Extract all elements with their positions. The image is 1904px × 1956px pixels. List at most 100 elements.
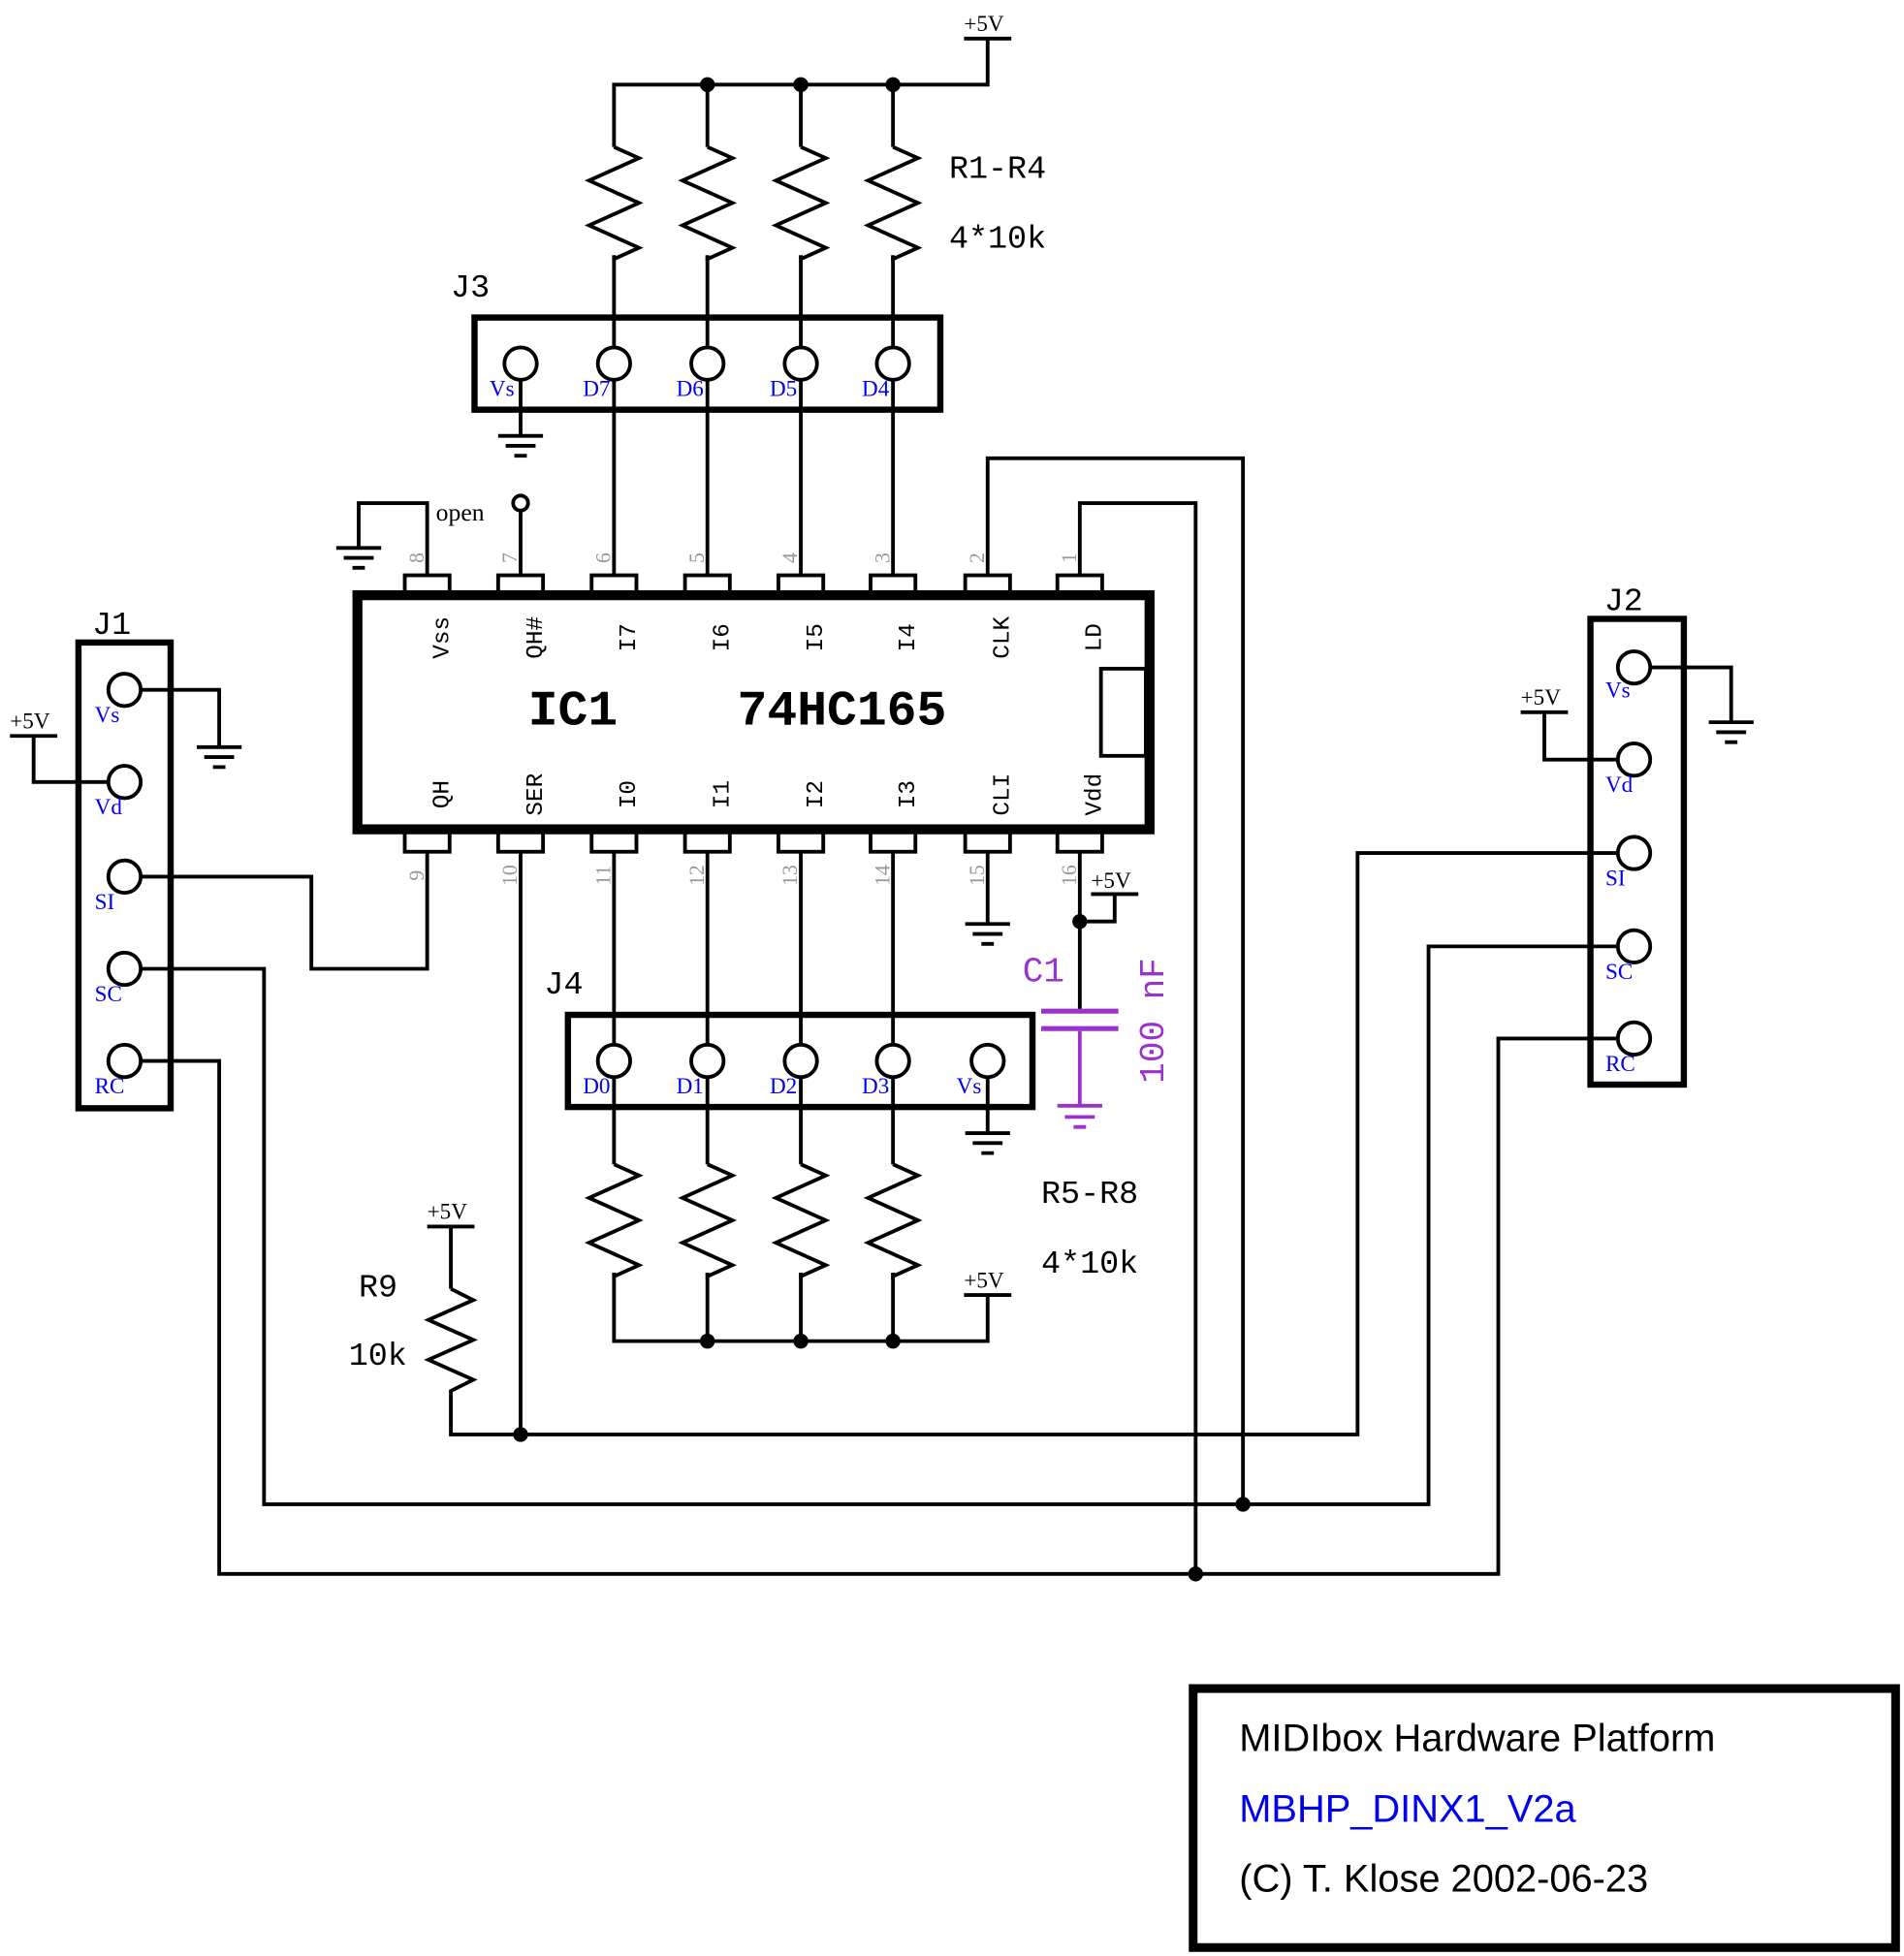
pin-label: I3 bbox=[896, 780, 922, 808]
wires bbox=[31, 38, 1733, 1576]
j3-label: J3 bbox=[451, 270, 490, 307]
supply-label: +5V bbox=[964, 1268, 1004, 1293]
open-label: open bbox=[436, 498, 485, 526]
pin-label: Vs bbox=[95, 703, 120, 728]
j1-label: J1 bbox=[92, 608, 131, 645]
ic1-bottom-pin-numbers: 9 10 11 12 13 14 15 16 bbox=[405, 865, 1081, 886]
pin-label: CLK bbox=[991, 615, 1017, 658]
resistor-r9 bbox=[424, 1286, 478, 1395]
supply-label: +5V bbox=[10, 710, 50, 735]
pin-number: 1 bbox=[1058, 552, 1081, 563]
pin-number: 3 bbox=[871, 552, 894, 563]
r1-r4-value: 4*10k bbox=[949, 222, 1046, 259]
pin-number: 14 bbox=[871, 865, 894, 886]
resistors-r5-r8 bbox=[584, 1162, 923, 1279]
r5-r8-value: 4*10k bbox=[1041, 1246, 1138, 1283]
pin-label: CLI bbox=[991, 773, 1017, 816]
j2-pin-labels: Vs Vd SI SC RC bbox=[1605, 678, 1635, 1076]
pin-number: 10 bbox=[498, 865, 522, 886]
pin-label: I7 bbox=[617, 623, 643, 651]
pin-number: 13 bbox=[778, 865, 802, 886]
connector-j4 bbox=[564, 1011, 1036, 1111]
pin-label: D7 bbox=[583, 377, 610, 402]
c1-value: 100 nF bbox=[1134, 958, 1174, 1084]
open-terminal bbox=[511, 493, 530, 513]
ic1-bottom-pin-labels: QH SER I0 I1 I2 I3 CLI Vdd bbox=[429, 773, 1108, 815]
pin-label: D5 bbox=[770, 377, 797, 402]
supply-tags bbox=[10, 36, 1569, 1298]
pin-label: RC bbox=[1605, 1052, 1635, 1077]
title-block bbox=[1189, 1684, 1900, 1952]
pin-number: 12 bbox=[685, 865, 709, 886]
supply-label: +5V bbox=[964, 12, 1004, 37]
pin-label: D4 bbox=[862, 377, 890, 402]
pin-label: I2 bbox=[804, 780, 830, 808]
pin-number: 8 bbox=[405, 552, 428, 563]
pin-label: SC bbox=[95, 982, 122, 1007]
pin-label: RC bbox=[95, 1074, 125, 1099]
j3-pin-labels: Vs D7 D6 D5 D4 bbox=[490, 377, 890, 402]
r5-r8-name: R5-R8 bbox=[1041, 1177, 1138, 1214]
pin-label: D6 bbox=[677, 377, 704, 402]
ic1-part-number: 74HC165 bbox=[738, 684, 947, 741]
capacitor-c1 bbox=[1041, 1008, 1119, 1129]
pin-number: 6 bbox=[592, 552, 616, 563]
pin-label: I4 bbox=[896, 623, 922, 651]
title-line-3: (C) T. Klose 2002-06-23 bbox=[1239, 1857, 1648, 1900]
resistors-r1-r4 bbox=[584, 144, 923, 263]
j2-label: J2 bbox=[1604, 584, 1643, 621]
j4-pin-labels: D0 D1 D2 D3 Vs bbox=[583, 1074, 981, 1099]
pin-label: Vd bbox=[1605, 773, 1634, 798]
pin-label: D1 bbox=[677, 1074, 704, 1099]
title-line-2: MBHP_DINX1_V2a bbox=[1239, 1788, 1576, 1831]
pin-label: Vdd bbox=[1083, 773, 1109, 816]
pin-label: D0 bbox=[583, 1074, 610, 1099]
connector-j1 bbox=[75, 639, 175, 1112]
ground-icons bbox=[196, 433, 1754, 1155]
ic1-chip bbox=[352, 573, 1155, 854]
pin-label: LD bbox=[1083, 623, 1109, 651]
connector-j3 bbox=[471, 314, 944, 413]
pin-label: D3 bbox=[862, 1074, 889, 1099]
pin-label: Vs bbox=[490, 377, 515, 402]
pin-label: I5 bbox=[804, 623, 830, 651]
pin-number: 2 bbox=[966, 552, 989, 563]
pin-label: QH# bbox=[524, 616, 550, 659]
r9-value: 10k bbox=[349, 1339, 407, 1375]
pin-label: I0 bbox=[617, 780, 643, 808]
junctions bbox=[513, 77, 1251, 1582]
pin-label: QH bbox=[429, 780, 456, 808]
title-line-1: MIDIbox Hardware Platform bbox=[1239, 1717, 1715, 1759]
pin-number: 7 bbox=[498, 552, 522, 563]
ic1-top-pin-numbers: 8 7 6 5 4 3 2 1 bbox=[405, 552, 1081, 563]
ic1-top-pin-labels: Vss QH# I7 I6 I5 I4 CLK LD bbox=[429, 615, 1108, 658]
ic1-name: IC1 bbox=[528, 684, 619, 741]
pin-label: SI bbox=[95, 890, 115, 915]
supply-label: +5V bbox=[1091, 868, 1131, 894]
pin-number: 16 bbox=[1058, 865, 1081, 886]
pin-label: I6 bbox=[711, 623, 737, 651]
connector-j2 bbox=[1587, 615, 1688, 1088]
j4-label: J4 bbox=[544, 967, 583, 1004]
pin-label: I1 bbox=[711, 780, 737, 808]
pin-label: SC bbox=[1605, 960, 1633, 985]
c1-name: C1 bbox=[1023, 952, 1064, 992]
pin-label: Vss bbox=[429, 616, 456, 659]
pin-number: 5 bbox=[685, 552, 709, 563]
pin-label: Vd bbox=[95, 795, 123, 820]
pin-label: D2 bbox=[770, 1074, 797, 1099]
pin-number: 9 bbox=[405, 870, 428, 881]
pin-number: 4 bbox=[778, 552, 802, 563]
pin-label: Vs bbox=[1605, 678, 1631, 703]
supply-label: +5V bbox=[428, 1200, 468, 1225]
supply-label: +5V bbox=[1521, 685, 1562, 710]
j1-pin-labels: Vs Vd SI SC RC bbox=[95, 703, 125, 1099]
r1-r4-name: R1-R4 bbox=[949, 152, 1046, 189]
pin-number: 11 bbox=[592, 866, 616, 886]
pin-label: SER bbox=[524, 773, 550, 815]
pin-label: SI bbox=[1605, 866, 1626, 891]
r9-name: R9 bbox=[359, 1270, 397, 1307]
pin-number: 15 bbox=[966, 865, 989, 886]
pin-label: Vs bbox=[957, 1074, 982, 1099]
